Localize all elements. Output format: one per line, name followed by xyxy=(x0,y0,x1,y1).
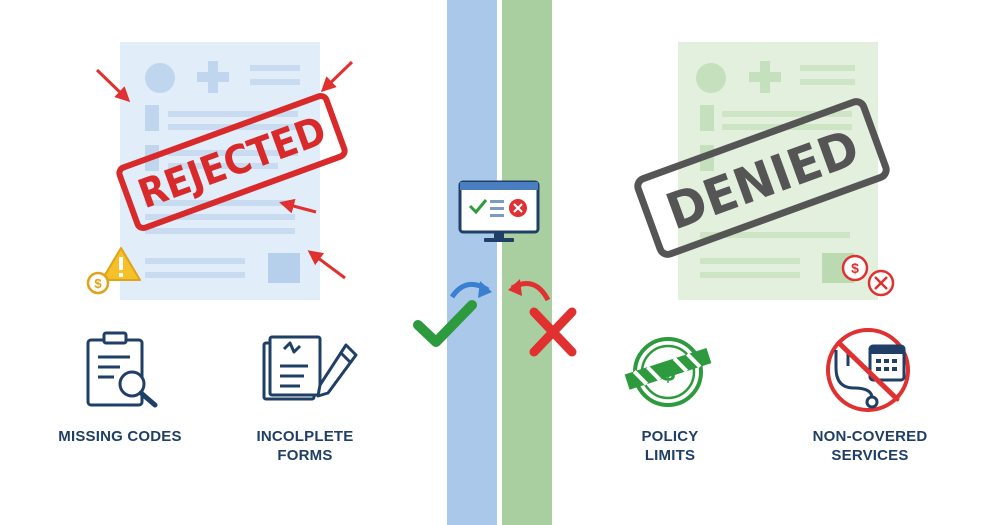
cross-icon xyxy=(529,307,577,357)
non-covered-services-label: NON-COVERED SERVICES xyxy=(812,428,928,464)
arrow-head xyxy=(478,281,492,298)
monitor-check-cross-icon xyxy=(458,180,540,242)
medical-cross-icon xyxy=(197,61,229,93)
clipboard-magnifier-icon xyxy=(86,331,158,408)
svg-text:$: $ xyxy=(851,260,859,276)
green-band xyxy=(501,0,552,525)
medical-cross-icon xyxy=(749,61,781,93)
dollar-coin-icon: $ xyxy=(86,271,110,295)
document-pencil-icon xyxy=(262,335,358,401)
denied-document xyxy=(678,42,878,300)
no-stethoscope-calendar-icon xyxy=(826,328,910,412)
policy-limits-label: POLICY LIMITS xyxy=(641,428,699,464)
doc-avatar xyxy=(145,63,175,93)
arrow-head xyxy=(508,279,522,296)
policy-limit-seal-icon: $ xyxy=(624,337,712,407)
arrow-icon xyxy=(95,68,131,103)
arrow-icon xyxy=(279,198,317,214)
doc-avatar xyxy=(696,63,726,93)
error-arrows xyxy=(95,60,354,280)
warning-icon xyxy=(101,247,141,281)
missing-codes-label: MISSING CODES xyxy=(58,428,182,445)
blue-band xyxy=(447,0,499,525)
dollar-coin-icon: $ xyxy=(841,254,869,282)
arrow-icon xyxy=(307,250,346,280)
checkmark-icon xyxy=(413,300,477,347)
cancel-coin-icon xyxy=(867,269,895,297)
center-divider xyxy=(447,0,552,525)
arrow-icon xyxy=(320,60,354,93)
divider-gap xyxy=(497,0,502,525)
rejected-document xyxy=(120,42,320,300)
incomplete-forms-label: INCOLPLETE FORMS xyxy=(256,428,354,464)
svg-text:$: $ xyxy=(94,276,102,291)
doc-box xyxy=(268,253,300,283)
